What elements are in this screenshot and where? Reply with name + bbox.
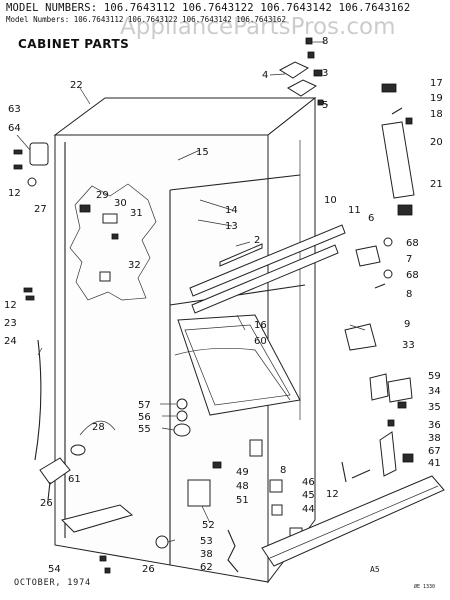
callout-26: 26 xyxy=(40,498,53,509)
callout-8: 8 xyxy=(322,36,328,47)
callout-6: 6 xyxy=(368,213,374,224)
callout-34: 34 xyxy=(428,386,441,397)
callout-54: 54 xyxy=(48,564,61,575)
callout-20: 20 xyxy=(430,137,443,148)
publication-date: OCTOBER, 1974 xyxy=(14,578,91,588)
callout-41: 41 xyxy=(428,458,441,469)
model-numbers-header: MODEL NUMBERS: 106.7643112 106.7643122 1… xyxy=(6,2,411,14)
callout-60: 60 xyxy=(254,336,267,347)
callout-49: 49 xyxy=(236,467,249,478)
callout-48: 48 xyxy=(236,481,249,492)
callout-14: 14 xyxy=(225,205,238,216)
callout-46: 46 xyxy=(302,477,315,488)
callout-12-bottom: 12 xyxy=(326,489,339,500)
shelf-rails xyxy=(189,224,346,314)
callout-12-left: 12 xyxy=(4,300,17,311)
callout-59: 59 xyxy=(428,371,441,382)
bottom-parts xyxy=(39,398,445,574)
callout-3: 3 xyxy=(322,68,328,79)
callout-16: 16 xyxy=(254,320,267,331)
callout-56: 56 xyxy=(138,412,151,423)
callout-5: 5 xyxy=(322,100,328,111)
callout-57: 57 xyxy=(138,400,151,411)
callout-19: 19 xyxy=(430,93,443,104)
reference-code: ØE 1330 xyxy=(414,584,436,590)
callout-24: 24 xyxy=(4,336,17,347)
callout-53: 53 xyxy=(200,536,213,547)
callout-51: 51 xyxy=(236,495,249,506)
callout-29: 29 xyxy=(96,190,109,201)
callout-8-mid: 8 xyxy=(406,289,412,300)
callout-38: 38 xyxy=(428,433,441,444)
callout-8-bottom: 8 xyxy=(280,465,286,476)
callout-26-bottom: 26 xyxy=(142,564,155,575)
callout-35: 35 xyxy=(428,402,441,413)
callout-45: 45 xyxy=(302,490,315,501)
callout-67: 67 xyxy=(428,446,441,457)
callout-9: 9 xyxy=(404,319,410,330)
callout-38-bottom: 38 xyxy=(200,549,213,560)
crisper-pan xyxy=(174,314,301,416)
left-door-parts xyxy=(13,142,116,461)
callout-labels: 22 63 64 12 27 15 8 4 3 5 17 19 18 20 21… xyxy=(4,36,443,575)
callout-17: 17 xyxy=(430,78,443,89)
callout-31: 31 xyxy=(130,208,143,219)
model-numbers-subheader: Model Numbers: 106.7643112 106.7643122 1… xyxy=(6,15,286,24)
callout-62: 62 xyxy=(200,562,213,573)
callout-22: 22 xyxy=(70,80,83,91)
callout-10: 10 xyxy=(324,195,337,206)
callout-55: 55 xyxy=(138,424,151,435)
door-stop-parts xyxy=(344,237,413,427)
callout-64: 64 xyxy=(8,123,21,134)
insulation-cutaway xyxy=(69,183,157,301)
callout-12: 12 xyxy=(8,188,21,199)
callout-11: 11 xyxy=(348,205,361,216)
cabinet-shell xyxy=(53,96,317,584)
right-hinge-parts xyxy=(381,83,415,216)
callout-21: 21 xyxy=(430,179,443,190)
section-title: CABINET PARTS xyxy=(18,37,130,51)
callout-52: 52 xyxy=(202,520,215,531)
callout-2: 2 xyxy=(254,235,260,246)
figure-id: A5 xyxy=(370,565,380,574)
callout-61: 61 xyxy=(68,474,81,485)
leader-lines xyxy=(16,41,366,543)
callout-63: 63 xyxy=(8,104,21,115)
callout-7: 7 xyxy=(406,254,412,265)
callout-27: 27 xyxy=(34,204,47,215)
callout-44: 44 xyxy=(302,504,315,515)
callout-18: 18 xyxy=(430,109,443,120)
callout-30: 30 xyxy=(114,198,127,209)
callout-13: 13 xyxy=(225,221,238,232)
callout-33: 33 xyxy=(402,340,415,351)
callout-36: 36 xyxy=(428,420,441,431)
callout-4: 4 xyxy=(262,70,268,81)
callout-68: 68 xyxy=(406,238,419,249)
callout-32: 32 xyxy=(128,260,141,271)
callout-23: 23 xyxy=(4,318,17,329)
callout-28: 28 xyxy=(92,422,105,433)
top-hinge-parts xyxy=(278,37,324,106)
callout-15: 15 xyxy=(196,147,209,158)
callout-68-lower: 68 xyxy=(406,270,419,281)
